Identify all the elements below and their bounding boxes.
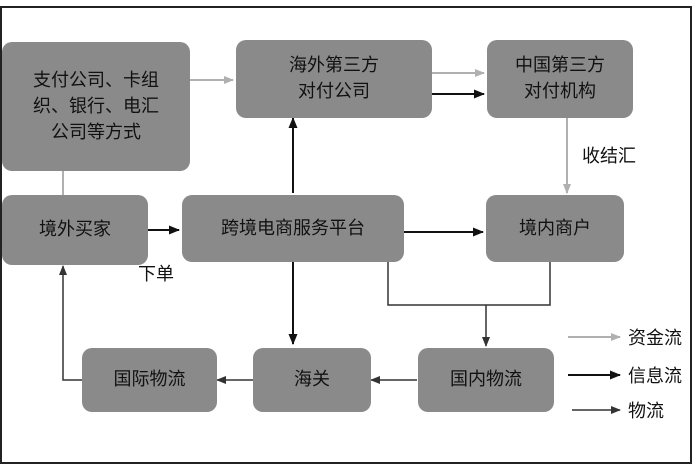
arrow-intl-to-buyer (59, 265, 82, 381)
label-settlement: 收结汇 (582, 146, 636, 167)
legend-logistics-label: 物流 (628, 401, 664, 422)
node-overseas-third-party: 海外第三方 对付公司 (236, 40, 432, 118)
node-payment-company: 支付公司、卡组 织、银行、电汇 公司等方式 (2, 42, 190, 171)
node-domestic-logistics: 国内物流 (418, 348, 554, 412)
legend-info-label: 信息流 (628, 366, 682, 387)
label-place-order: 下单 (138, 264, 174, 285)
legend-capital-label: 资金流 (628, 328, 682, 349)
arrow-platform-merchant-to-domestic-logistics (387, 262, 551, 306)
node-domestic-merchant: 境内商户 (486, 195, 624, 262)
node-customs: 海关 (253, 348, 371, 412)
node-china-third-party: 中国第三方 对付机构 (487, 40, 633, 118)
node-overseas-buyer: 境外买家 (2, 195, 148, 265)
node-intl-logistics: 国际物流 (82, 348, 217, 412)
node-platform: 跨境电商服务平台 (182, 195, 404, 262)
